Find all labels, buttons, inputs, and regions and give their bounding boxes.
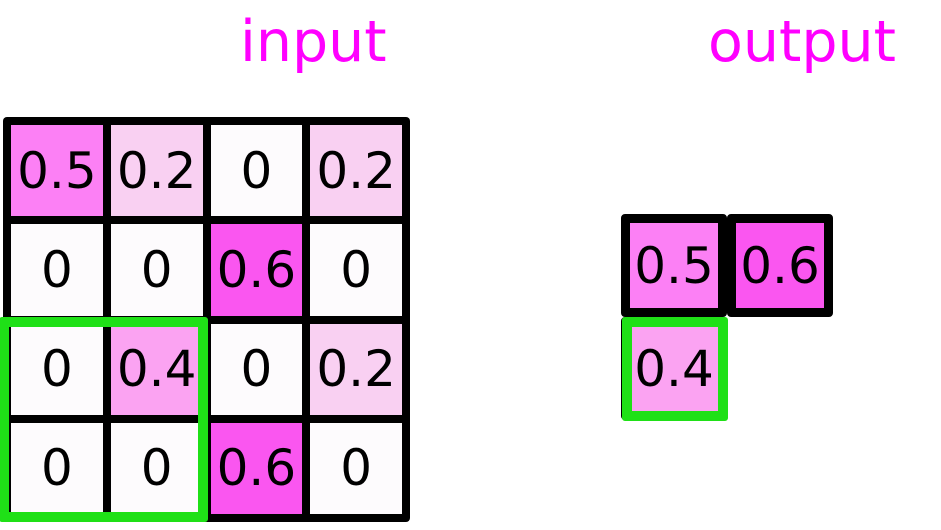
input-cell-r2c4: 0 [310, 224, 402, 316]
output-matrix: 0.5 0.6 0.4 [621, 214, 833, 420]
input-cell-r2c3: 0.6 [210, 224, 303, 316]
input-cell-r1c1: 0.5 [11, 125, 103, 217]
input-cell-r4c3: 0.6 [210, 422, 303, 514]
input-cell-r3c4: 0.2 [310, 323, 402, 415]
output-cell-r2c1: 0.4 [621, 317, 727, 420]
input-cell-r4c4: 0 [310, 422, 402, 514]
input-cell-r1c4: 0.2 [310, 125, 402, 217]
input-cell-r3c2: 0.4 [110, 323, 203, 415]
input-cell-r3c3: 0 [210, 323, 303, 415]
output-panel-label: output [708, 9, 897, 75]
output-cell-r1c2: 0.6 [727, 214, 833, 317]
input-cell-r2c2: 0 [110, 224, 203, 316]
output-cell-r1c1: 0.5 [621, 214, 727, 317]
input-cell-r4c2: 0 [110, 422, 203, 514]
input-matrix: 0.5 0.2 0 0.2 0 0 0.6 0 0 0.4 0 0.2 0 0 … [3, 117, 410, 522]
input-cell-r2c1: 0 [11, 224, 103, 316]
output-cell-r2c2 [727, 317, 833, 420]
input-panel-label: input [240, 9, 387, 75]
input-cell-r3c1: 0 [11, 323, 103, 415]
input-cell-r1c2: 0.2 [110, 125, 203, 217]
input-cell-r1c3: 0 [210, 125, 303, 217]
input-cell-r4c1: 0 [11, 422, 103, 514]
